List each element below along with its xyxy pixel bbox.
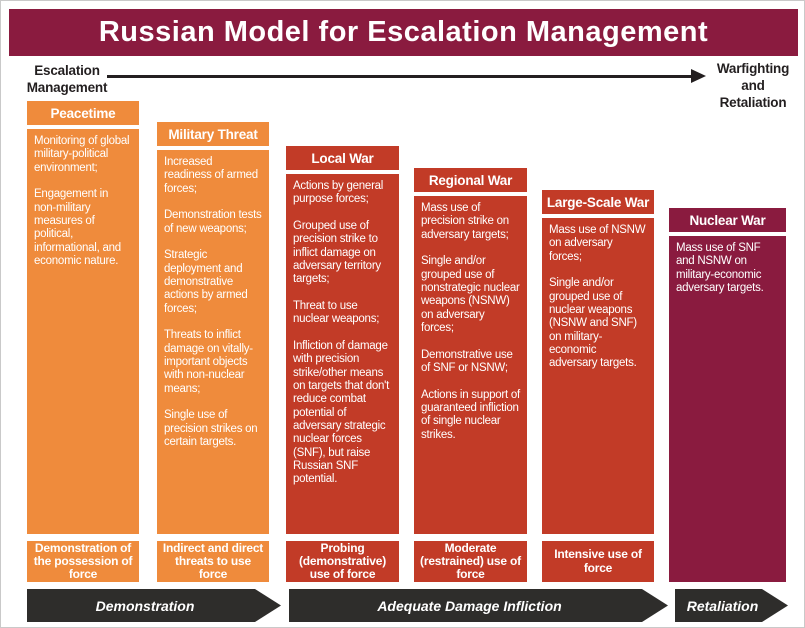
axis-right-label: Warfighting and Retaliation <box>716 61 790 110</box>
column-footer: Moderate (restrained) use of force <box>414 541 527 582</box>
phase-arrow-retaliation: Retaliation <box>675 589 788 622</box>
column-header: Peacetime <box>27 101 139 125</box>
column-body: Mass use of SNF and NSNW on military-eco… <box>669 236 786 582</box>
axis-left-label: Escalation Management <box>26 63 108 95</box>
phase-arrow-label: Demonstration <box>95 597 195 614</box>
phase-arrow-label: Adequate Damage Infliction <box>377 597 562 614</box>
column-header: Military Threat <box>157 122 269 146</box>
phase-arrow-label: Retaliation <box>686 597 759 614</box>
column-header: Local War <box>286 146 399 170</box>
column-header: Large-Scale War <box>542 190 654 214</box>
column-body: Monitoring of global military-political … <box>27 129 139 534</box>
column-body: Mass use of NSNW on adversary forces; Si… <box>542 218 654 534</box>
column-nuclear-war: Nuclear War Mass use of SNF and NSNW on … <box>669 208 786 582</box>
column-footer: Indirect and direct threats to use force <box>157 541 269 582</box>
column-header: Regional War <box>414 168 527 192</box>
column-local-war: Local War Actions by general purpose for… <box>286 146 399 582</box>
column-large-scale-war: Large-Scale War Mass use of NSNW on adve… <box>542 190 654 582</box>
axis-arrow-head-icon <box>691 69 706 83</box>
axis-arrow-line <box>107 75 691 78</box>
column-header: Nuclear War <box>669 208 786 232</box>
column-body: Increased readiness of armed forces; Dem… <box>157 150 269 534</box>
column-body: Mass use of precision strike on adversar… <box>414 196 527 534</box>
column-regional-war: Regional War Mass use of precision strik… <box>414 168 527 582</box>
page-title: Russian Model for Escalation Management <box>98 16 709 48</box>
phase-arrow-demonstration: Demonstration <box>27 589 281 622</box>
column-footer: Intensive use of force <box>542 541 654 582</box>
column-military-threat: Military Threat Increased readiness of a… <box>157 122 269 582</box>
column-footer: Probing (demonstrative) use of force <box>286 541 399 582</box>
column-body: Actions by general purpose forces; Group… <box>286 174 399 534</box>
column-footer: Demonstration of the possession of force <box>27 541 139 582</box>
title-bar: Russian Model for Escalation Management <box>9 9 798 56</box>
column-peacetime: Peacetime Monitoring of global military-… <box>27 101 139 582</box>
phase-arrow-adequate-damage-infliction: Adequate Damage Infliction <box>289 589 668 622</box>
